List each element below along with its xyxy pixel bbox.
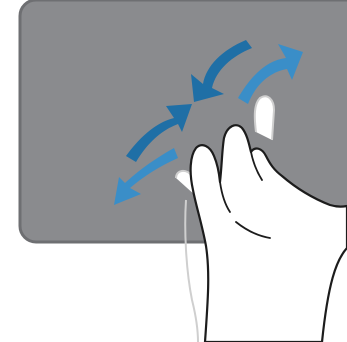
pinch-gesture-illustration (0, 0, 347, 342)
illustration-svg (0, 0, 347, 342)
